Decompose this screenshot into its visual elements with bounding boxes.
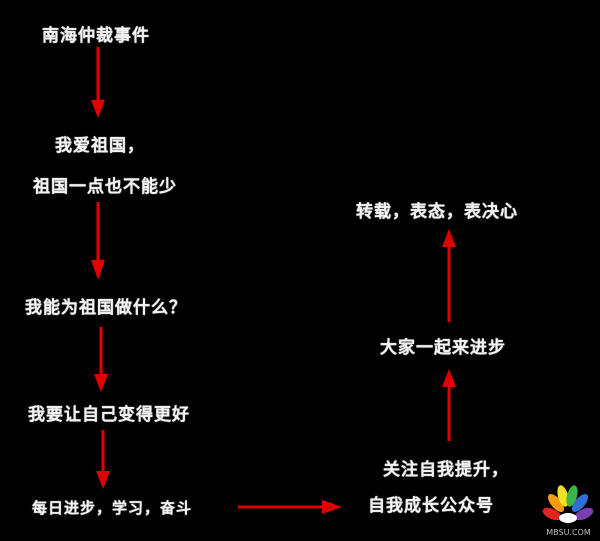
node-south-china-sea-arbitration: 南海仲裁事件 [42,26,150,46]
watermark-text: MBSU.COM [546,528,591,537]
node-daily-progress: 每日进步，学习，奋斗 [32,499,193,517]
node-make-myself-better: 我要让自己变得更好 [28,405,190,425]
watermark-logo: MBSU.COM [541,480,596,538]
arrow-right-icon [238,500,342,514]
node-love-country-line1: 我爱祖国， [55,136,145,156]
arrow-down-icon [94,327,108,392]
node-self-improvement-line2: 自我成长公众号 [368,496,494,516]
arrow-down-icon [96,430,110,489]
peacock-logo-icon [542,485,594,523]
node-what-can-i-do: 我能为祖国做什么？ [25,298,187,318]
node-progress-together: 大家一起来进步 [380,338,506,358]
node-self-improvement-line1: 关注自我提升， [383,460,509,480]
arrow-down-icon [91,202,105,280]
arrow-up-icon [442,369,456,441]
arrow-down-icon [91,47,105,118]
arrow-up-icon [442,229,456,322]
node-share-and-commit: 转载，表态，表决心 [356,202,518,222]
node-love-country-line2: 祖国一点也不能少 [33,177,177,197]
